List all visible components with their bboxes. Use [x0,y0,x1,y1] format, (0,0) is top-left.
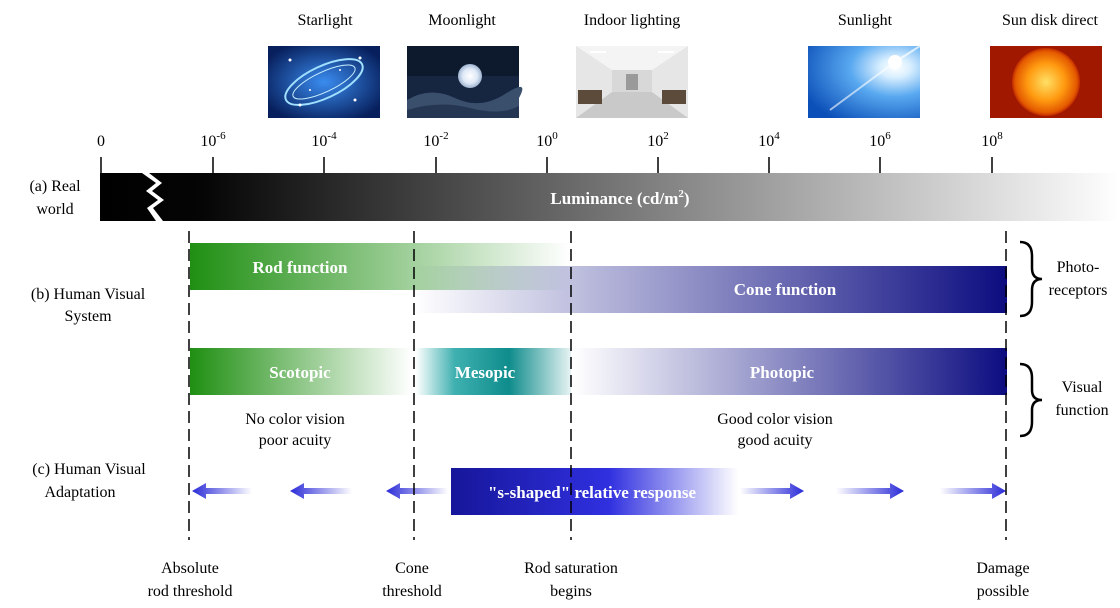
photopic-note-1: Good color vision [717,411,833,428]
office-photo-icon [576,46,688,118]
left-arrow-icon [290,483,352,499]
scotopic-label: Scotopic [269,363,331,382]
cone-function-label: Cone function [734,280,837,299]
s-shaped-response-box: "s-shaped" relative response [451,468,738,515]
indoor-item: Indoor lighting [576,12,688,118]
photoreceptors-brace-icon [1019,240,1043,318]
sun-disk-label: Sun disk direct [1002,12,1099,29]
axis-tick-label: 104 [758,130,780,150]
sunlight-item: Sunlight [808,12,921,118]
sun-disk-item: Sun disk direct [990,12,1102,118]
photopic-bar: Photopic [573,348,1007,395]
real-world-label-1: (a) Real [29,178,81,195]
right-arrow-icon [836,483,904,499]
starlight-label: Starlight [297,12,353,29]
cone-function-bar: Cone function [414,266,1007,313]
threshold-labels: Absolute rod threshold Cone threshold Ro… [148,560,1030,600]
rod-function-label: Rod function [253,258,348,277]
scotopic-note-1: No color vision [245,411,345,428]
hvs-label-1: (b) Human Visual [31,286,146,303]
sunlight-photo-icon [808,45,921,118]
damage-label-1: Damage [976,560,1029,577]
axis-tick-label: 10-6 [200,130,226,150]
luminance-bar: Luminance (cd/m2) [100,173,1120,221]
rod-saturation-label-2: begins [550,583,592,600]
visual-function-brace-icon [1019,362,1043,438]
threshold-lines [188,231,1007,540]
s-shaped-label: "s-shaped" relative response [488,483,697,502]
adaptation-label-2: Adaptation [44,484,115,501]
left-arrow-icon [386,483,448,499]
axis-tick-label: 100 [536,130,558,150]
right-arrow-icon [740,483,804,499]
photoreceptors-label-2: receptors [1049,282,1108,299]
moonlight-label: Moonlight [428,12,496,29]
starlight-photo-icon [268,46,380,118]
mesopic-label: Mesopic [455,363,516,382]
luminance-label: Luminance (cd/m2) [550,188,689,208]
photopic-label: Photopic [750,363,815,382]
starlight-item: Starlight [268,12,380,118]
axis-tick-label: 106 [869,130,891,150]
sun-disk-photo-icon [990,46,1102,118]
photoreceptors-label-1: Photo- [1057,259,1100,276]
real-world-label-2: world [36,201,73,218]
right-arrow-icon [940,483,1006,499]
photopic-note-2: good acuity [737,432,812,449]
left-arrow-icon [192,483,252,499]
moonlight-item: Moonlight [407,12,523,118]
axis-tick-label: 108 [981,130,1003,150]
sunlight-label: Sunlight [838,12,893,29]
visual-function-label-1: Visual [1062,379,1103,396]
axis-tick-label: 10-4 [311,130,337,150]
scotopic-bar: Scotopic [190,348,412,395]
cone-threshold-label-2: threshold [382,583,442,600]
cone-threshold-label-1: Cone [395,560,429,577]
rod-saturation-label-1: Rod saturation [524,560,618,577]
adaptation-row: (c) Human Visual Adaptation "s-shaped" r… [32,461,1006,515]
axis-tick-label: 10-2 [423,130,448,150]
axis-tick-label: 102 [647,130,669,150]
image-row: Starlight Moonlight Indoor ligh [268,12,1102,118]
luminance-axis: 0 10-6 10-4 10-2 100 102 104 106 108 [97,130,1003,173]
indoor-label: Indoor lighting [584,12,680,29]
hvs-label-2: System [64,308,112,325]
scotopic-note-2: poor acuity [259,432,331,449]
real-world-row: (a) Real world Luminance (cd/m2) [29,173,1120,221]
damage-label-2: possible [977,583,1029,600]
visual-function-label-2: function [1055,402,1108,419]
axis-tick-label: 0 [97,133,105,150]
adaptation-label-1: (c) Human Visual [32,461,146,478]
mesopic-bar: Mesopic [416,348,571,395]
moonlight-photo-icon [407,46,523,118]
hvs-row: (b) Human Visual System Rod function Con… [31,240,1109,449]
absolute-threshold-label-1: Absolute [161,560,219,577]
absolute-threshold-label-2: rod threshold [148,583,233,600]
